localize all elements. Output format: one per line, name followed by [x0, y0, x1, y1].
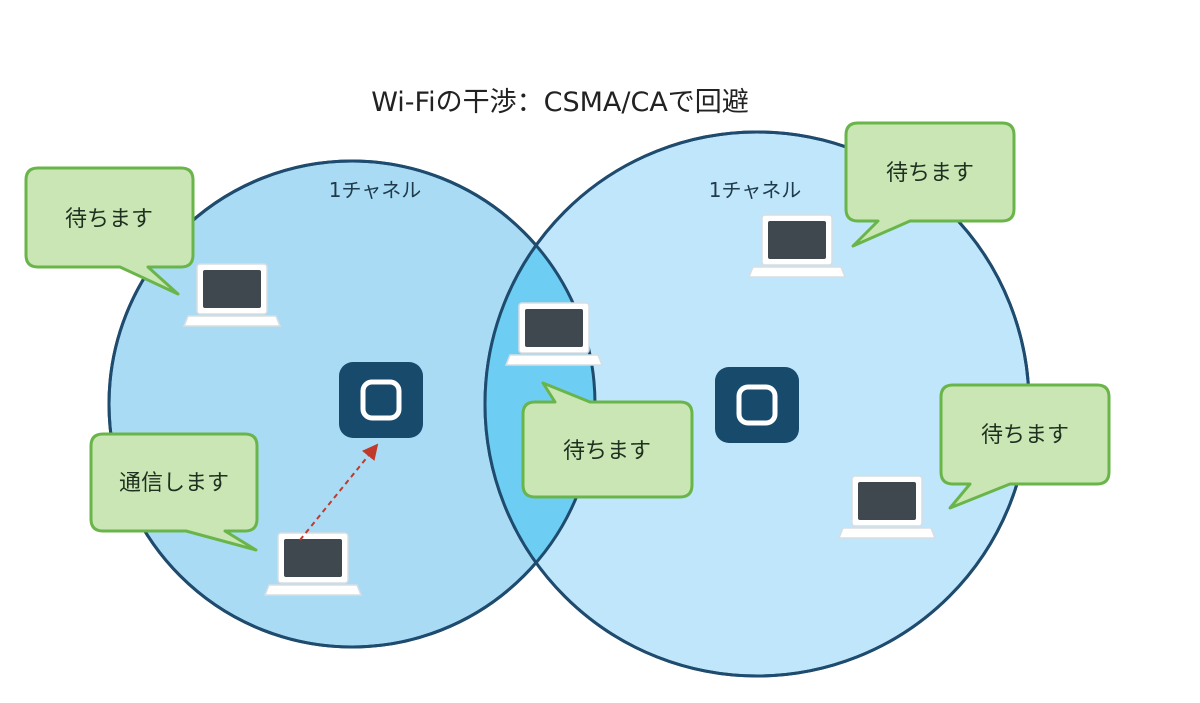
bubble-wait-center: 待ちます [521, 381, 694, 499]
access-point-icon-right [715, 367, 799, 443]
access-point-icon-left [339, 362, 423, 438]
bubble-wait-top-left-text: 待ちます [65, 207, 153, 232]
laptop-icon-left-bottom [264, 532, 362, 596]
bubble-send-bottom-left: 通信します [89, 432, 259, 552]
left-channel-label: 1チャネル [329, 178, 422, 202]
laptop-icon-center [505, 302, 603, 366]
laptop-icon-right-top [748, 214, 846, 278]
bubble-wait-right-text: 待ちます [981, 423, 1069, 448]
diagram-title: Wi-Fiの干渉：CSMA/CAで回避 [371, 87, 749, 118]
bubble-wait-top-right: 待ちます [844, 121, 1016, 248]
laptop-icon-right-bottom [838, 475, 936, 539]
right-channel-label: 1チャネル [709, 178, 802, 202]
bubble-wait-right: 待ちます [939, 383, 1111, 510]
laptop-icon-left-top [183, 263, 281, 327]
bubble-wait-center-text: 待ちます [563, 439, 651, 464]
bubble-wait-top-left: 待ちます [24, 166, 195, 296]
transmission-arrow [299, 443, 379, 541]
bubble-wait-top-right-text: 待ちます [886, 161, 974, 186]
bubble-send-bottom-left-text: 通信します [119, 471, 229, 496]
